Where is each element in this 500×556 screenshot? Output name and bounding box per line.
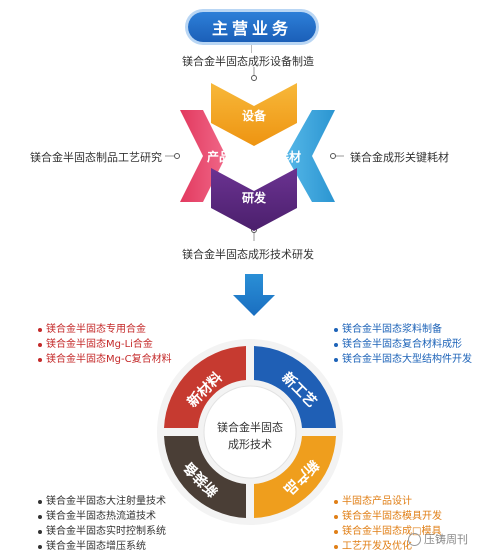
list-item: 镁合金半固态成□模具 xyxy=(334,524,442,539)
list-item: 镁合金半固态大注射量技术 xyxy=(38,494,166,509)
arrow-consumables-label: 耗材 xyxy=(277,149,301,164)
process-list: 镁合金半固态浆料制备 镁合金半固态复合材料成形 镁合金半固态大型结构件开发 xyxy=(334,322,472,367)
down-arrow xyxy=(233,274,275,316)
materials-list: 镁合金半固态专用合金 镁合金半固态Mg-Li合金 镁合金半固态Mg-C复合材料 xyxy=(38,322,172,367)
top-label: 镁合金半固态成形设备制造 xyxy=(182,55,314,68)
list-item: 镁合金半固态大型结构件开发 xyxy=(334,352,472,367)
arrow-equipment xyxy=(211,83,297,146)
bullet-dot xyxy=(38,529,42,534)
quadrant-new-equipment xyxy=(164,436,246,518)
bullet-dot xyxy=(334,514,338,519)
products-list: 半固态产品设计 镁合金半固态模具开发 镁合金半固态成□模具 工艺开发及优化 xyxy=(334,494,442,554)
list-item: 镁合金半固态Mg-Li合金 xyxy=(38,337,172,352)
arrow-rnd-label: 研发 xyxy=(242,190,267,205)
bullet-dot xyxy=(334,327,338,332)
bullet-dot xyxy=(38,327,42,332)
list-item: 镁合金半固态Mg-C复合材料 xyxy=(38,352,172,367)
quadrant-new-materials xyxy=(164,346,246,428)
list-item: 镁合金半固态热流道技术 xyxy=(38,509,166,524)
bullet-dot xyxy=(334,357,338,362)
bullet-dot xyxy=(334,529,338,534)
bullet-dot xyxy=(38,342,42,347)
left-label: 镁合金半固态制品工艺研究 xyxy=(30,151,162,164)
list-item: 半固态产品设计 xyxy=(334,494,442,509)
left-connector-dot xyxy=(174,153,180,159)
circle-center xyxy=(203,385,297,479)
bullet-dot xyxy=(38,357,42,362)
list-item: 镁合金半固态浆料制备 xyxy=(334,322,472,337)
center-title-line1: 镁合金半固态 xyxy=(217,420,283,434)
bullet-dot xyxy=(334,544,338,549)
watermark-text: 压铸周刊 xyxy=(424,533,468,546)
bullet-dot xyxy=(334,342,338,347)
list-item: 镁合金半固态实时控制系统 xyxy=(38,524,166,539)
list-item: 镁合金半固态增压系统 xyxy=(38,539,166,554)
bottom-label: 镁合金半固态成形技术研发 xyxy=(182,248,314,261)
watermark: 压铸周刊 xyxy=(408,531,468,547)
right-label: 镁合金成形关键耗材 xyxy=(350,151,449,164)
list-item: 镁合金半固态专用合金 xyxy=(38,322,172,337)
bullet-dot xyxy=(38,514,42,519)
title-connector xyxy=(251,45,252,53)
list-item: 镁合金半固态模具开发 xyxy=(334,509,442,524)
bullet-dot xyxy=(38,544,42,549)
bullet-dot xyxy=(334,499,338,504)
top-connector-dot xyxy=(251,75,257,81)
list-item: 工艺开发及优化 xyxy=(334,539,442,554)
watermark-icon xyxy=(408,532,421,546)
arrow-consumables xyxy=(286,110,335,202)
quadrant-new-products xyxy=(254,436,336,518)
center-title-line2: 成形技术 xyxy=(228,438,272,451)
main-title: 主营业务 xyxy=(188,12,316,42)
quadrant-new-process xyxy=(254,346,336,428)
right-connector-dot xyxy=(330,153,336,159)
equipment-list: 镁合金半固态大注射量技术 镁合金半固态热流道技术 镁合金半固态实时控制系统 镁合… xyxy=(38,494,166,554)
arrow-rnd xyxy=(211,168,297,231)
bullet-dot xyxy=(38,499,42,504)
arrow-equipment-label: 设备 xyxy=(242,108,267,123)
arrow-products-label: 产品 xyxy=(207,149,231,164)
list-item: 镁合金半固态复合材料成形 xyxy=(334,337,472,352)
